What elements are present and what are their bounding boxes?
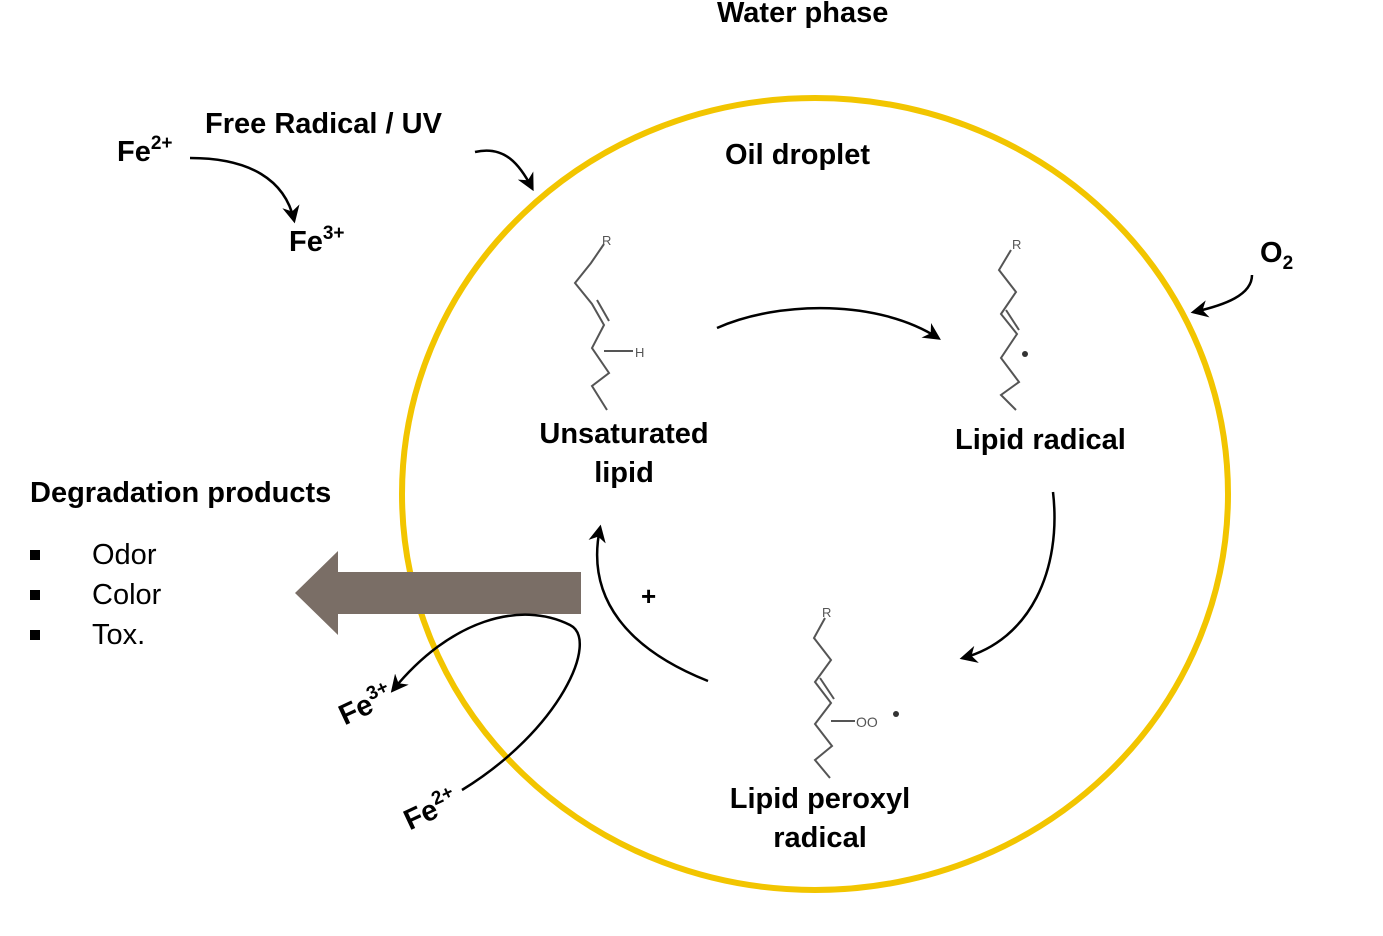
degradation-item-color: Color [92,578,162,611]
plus-sign: + [641,581,657,611]
degradation-products-title: Degradation products [30,477,332,509]
oxygen-arrow [1190,274,1254,318]
atom-oo: OO [856,714,878,730]
degradation-item-tox: Tox. [92,618,146,651]
degradation-item-odor: Odor [92,538,157,571]
arrow-peroxyl-to-lipid [588,524,709,683]
free-radical-uv-label: Free Radical / UV [205,108,442,140]
oxygen-label: O2 [1260,237,1293,274]
lipid-radical-structure [997,249,1021,411]
fe-loop-arrow-bottom [390,613,581,792]
fe-oxidation-arrow-top [189,156,300,224]
fe3-top-symbol: Fe [289,226,323,258]
list-item: Odor [30,535,161,575]
arrow-lipid-to-radical [716,306,941,340]
atom-r-1: R [602,233,611,248]
bullet-icon [30,550,40,560]
arrow-radical-to-peroxyl [959,491,1056,663]
lipid-peroxyl-line1: Lipid peroxyl [729,783,911,815]
lipid-peroxyl-structure [812,617,855,779]
atom-h-1: H [635,345,644,360]
oxygen-symbol: O [1260,237,1283,269]
fe3-top-label: Fe3+ [289,223,345,259]
atom-r-3: R [822,605,831,620]
peroxyl-dot [893,711,899,717]
oil-droplet-label: Oil droplet [725,139,870,171]
bullet-icon [30,590,40,600]
lipid-radical-label: Lipid radical [955,424,1126,456]
degradation-arrow [295,551,581,635]
fe2-top-charge: 2+ [150,133,173,154]
fe2-top-symbol: Fe [117,136,151,168]
fe2-top-label: Fe2+ [117,133,173,169]
degradation-list: Odor Color Tox. [30,535,161,655]
oxygen-subscript: 2 [1282,253,1294,274]
atom-r-2: R [1012,237,1021,252]
radical-dot [1022,351,1028,357]
unsaturated-lipid-structure [573,243,633,411]
oil-droplet-circle [399,95,1231,893]
free-radical-arrow [474,149,534,192]
unsaturated-lipid-line2: lipid [594,457,654,490]
fe3-top-charge: 3+ [322,223,345,244]
lipid-peroxyl-label: Lipid peroxyl radical [707,783,933,856]
water-phase-label: Water phase [717,0,889,29]
unsaturated-lipid-label: Unsaturated lipid [524,418,724,491]
lipid-peroxyl-line2: radical [773,822,867,855]
unsaturated-lipid-line1: Unsaturated [539,418,709,450]
bullet-icon [30,630,40,640]
list-item: Tox. [30,615,161,655]
list-item: Color [30,575,161,615]
